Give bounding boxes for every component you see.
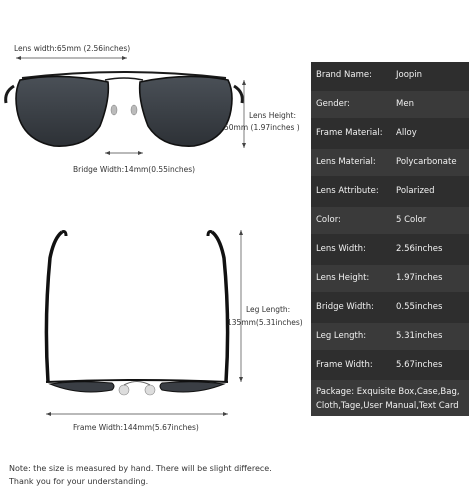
spec-value: Men [396, 99, 414, 109]
spec-label: Bridge Width: [316, 302, 374, 312]
spec-row-package: Package: Exquisite Box,Case,Bag, Cloth,T… [311, 380, 469, 416]
spec-row-lens-width: Lens Width: 2.56inches [311, 236, 469, 263]
frame-width-arrow [46, 412, 228, 416]
spec-row-color: Color: 5 Color [311, 207, 469, 234]
measurement-note: Note: the size is measured by hand. Ther… [9, 462, 272, 488]
spec-value: 5.67inches [396, 360, 443, 370]
spec-value: Joopin [396, 70, 423, 80]
spec-row-lens-attribute: Lens Attribute: Polarized [311, 178, 469, 205]
spec-row-gender: Gender: Men [311, 91, 469, 118]
spec-label: Leg Length: [316, 331, 367, 341]
spec-label: Frame Width: [316, 360, 373, 370]
spec-value: 1.97inches [396, 273, 443, 283]
sunglasses-illustration [4, 56, 246, 416]
product-dimension-figure: Lens width:65mm (2.56inches) Lens Height… [4, 44, 303, 432]
spec-value: 5 Color [396, 215, 427, 225]
spec-value: 2.56inches [396, 244, 443, 254]
lens-height-label-line1: Lens Height: [249, 111, 297, 120]
spec-value: 5.31inches [396, 331, 443, 341]
spec-row-lens-material: Lens Material: Polycarbonate [311, 149, 469, 176]
spec-label: Gender: [316, 99, 351, 109]
spec-value: 0.55inches [396, 302, 443, 312]
spec-label: Lens Width: [316, 244, 366, 254]
sunglasses-top-view [44, 230, 230, 396]
frame-width-label: Frame Width:144mm(5.67inches) [73, 423, 199, 432]
spec-row-frame-width: Frame Width: 5.67inches [311, 352, 469, 379]
lens-width-label: Lens width:65mm (2.56inches) [14, 44, 131, 53]
sunglasses-front-view [4, 71, 244, 147]
leg-length-label-line2: 135mm(5.31inches) [227, 318, 303, 327]
lens-height-arrow [242, 80, 246, 148]
bridge-width-label: Bridge Width:14mm(0.55inches) [73, 165, 196, 174]
spec-row-frame-material: Frame Material: Alloy [311, 120, 469, 147]
lens-height-label-line2: 50mm (1.97inches ) [224, 123, 300, 132]
spec-label: Color: [316, 215, 341, 225]
spec-label: Lens Material: [316, 157, 376, 167]
spec-label: Lens Attribute: [316, 186, 379, 196]
spec-row-lens-height: Lens Height: 1.97inches [311, 265, 469, 292]
spec-value: Alloy [396, 128, 417, 138]
spec-label: Brand Name: [316, 70, 372, 80]
spec-row-bridge-width: Bridge Width: 0.55inches [311, 294, 469, 321]
spec-value: Polarized [396, 186, 435, 196]
spec-row-brand: Brand Name: Joopin [311, 62, 469, 89]
bridge-width-arrow [105, 151, 143, 155]
spec-row-leg-length: Leg Length: 5.31inches [311, 323, 469, 350]
package-text: Package: Exquisite Box,Case,Bag, Cloth,T… [316, 387, 460, 411]
note-line-1: Note: the size is measured by hand. Ther… [9, 464, 272, 473]
spec-table: Brand Name: Joopin Gender: Men Frame Mat… [311, 62, 469, 416]
spec-label: Frame Material: [316, 128, 383, 138]
spec-value: Polycarbonate [396, 157, 457, 167]
leg-length-arrow [239, 230, 243, 382]
lens-width-arrow [16, 56, 127, 60]
spec-label: Lens Height: [316, 273, 370, 283]
leg-length-label-line1: Leg Length: [246, 305, 291, 314]
note-line-2: Thank you for your understanding. [9, 477, 149, 486]
